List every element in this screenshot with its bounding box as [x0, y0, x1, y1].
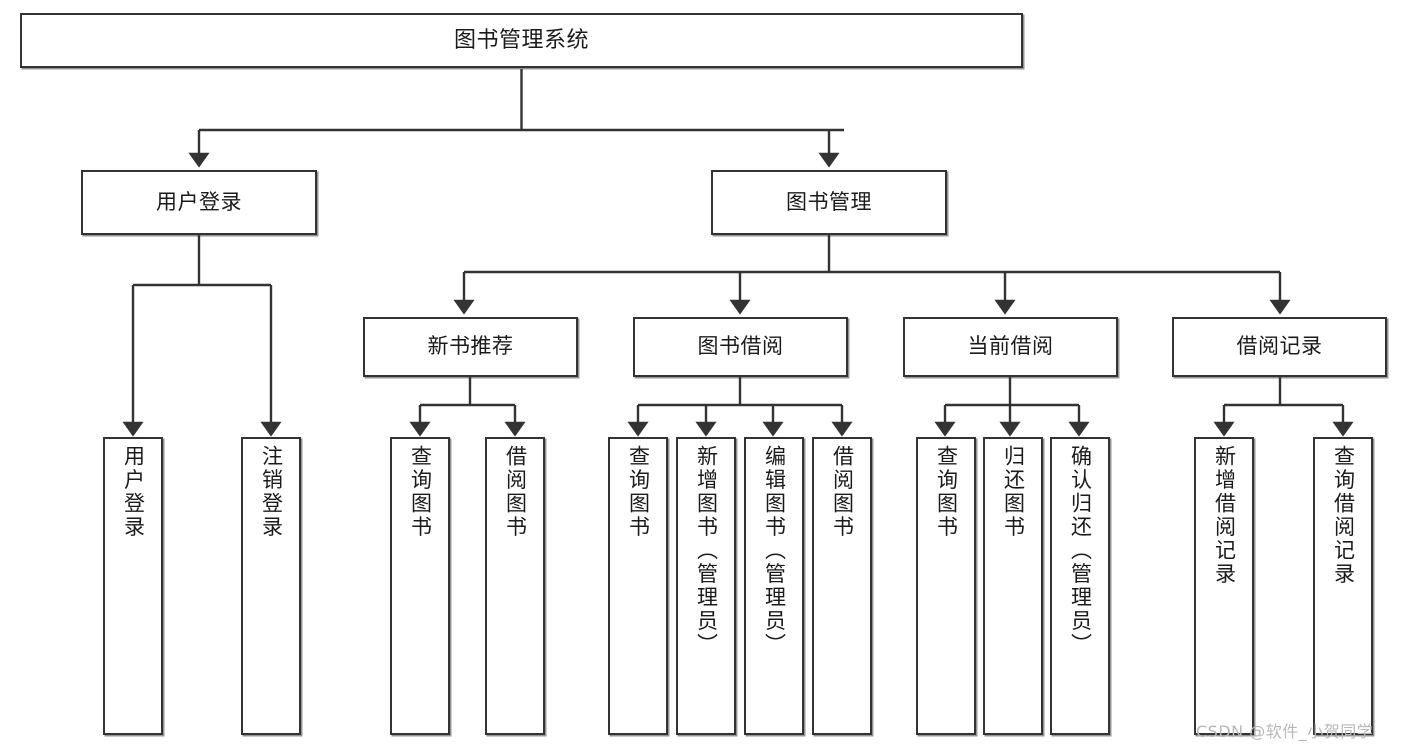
node-leaf-user-login[interactable]: 用户登录	[103, 437, 163, 735]
node-leaf-borrow-book-1[interactable]: 借阅图书	[485, 437, 545, 735]
node-borrow-record-label: 借阅记录	[1236, 334, 1323, 359]
node-leaf-add-record-label: 新增借阅记录	[1212, 445, 1237, 586]
node-book-management-label: 图书管理	[786, 189, 872, 214]
node-leaf-user-logout-label: 注销登录	[259, 445, 284, 539]
node-root-label: 图书管理系统	[453, 27, 589, 53]
node-leaf-query-book-3-label: 查询图书	[934, 445, 959, 539]
node-leaf-borrow-book-2-label: 借阅图书	[830, 445, 855, 539]
node-leaf-query-record-label: 查询借阅记录	[1331, 445, 1356, 586]
node-leaf-query-record[interactable]: 查询借阅记录	[1313, 437, 1373, 735]
node-new-book-recommend-label: 新书推荐	[427, 334, 514, 359]
node-leaf-confirm-return-label: 确认归还（管理员）	[1068, 445, 1093, 657]
node-leaf-query-book-2[interactable]: 查询图书	[608, 437, 668, 735]
node-root[interactable]: 图书管理系统	[20, 13, 1023, 68]
node-borrow-record[interactable]: 借阅记录	[1172, 317, 1387, 377]
node-leaf-edit-book-label: 编辑图书（管理员）	[762, 445, 787, 657]
node-user-login[interactable]: 用户登录	[81, 170, 317, 235]
node-leaf-confirm-return[interactable]: 确认归还（管理员）	[1050, 437, 1110, 735]
node-leaf-query-book-3[interactable]: 查询图书	[916, 437, 976, 735]
node-new-book-recommend[interactable]: 新书推荐	[363, 317, 578, 377]
node-book-borrow[interactable]: 图书借阅	[633, 317, 848, 377]
node-leaf-return-book[interactable]: 归还图书	[983, 437, 1043, 735]
node-current-borrow[interactable]: 当前借阅	[903, 317, 1118, 377]
node-leaf-user-logout[interactable]: 注销登录	[241, 437, 301, 735]
node-leaf-query-book-2-label: 查询图书	[626, 445, 651, 539]
node-leaf-query-book-1[interactable]: 查询图书	[390, 437, 450, 735]
node-leaf-query-book-1-label: 查询图书	[408, 445, 433, 539]
node-leaf-edit-book[interactable]: 编辑图书（管理员）	[744, 437, 804, 735]
node-book-management[interactable]: 图书管理	[711, 170, 947, 235]
node-leaf-add-book-label: 新增图书（管理员）	[694, 445, 719, 657]
node-leaf-add-book[interactable]: 新增图书（管理员）	[676, 437, 736, 735]
node-user-login-label: 用户登录	[156, 189, 242, 214]
node-leaf-add-record[interactable]: 新增借阅记录	[1194, 437, 1254, 735]
node-leaf-borrow-book-2[interactable]: 借阅图书	[812, 437, 872, 735]
csdn-watermark: CSDN @软件_小贺同学	[1196, 722, 1374, 741]
node-book-borrow-label: 图书借阅	[697, 334, 784, 359]
node-leaf-borrow-book-1-label: 借阅图书	[503, 445, 528, 539]
node-current-borrow-label: 当前借阅	[967, 334, 1054, 359]
node-leaf-user-login-label: 用户登录	[121, 445, 146, 539]
node-leaf-return-book-label: 归还图书	[1001, 445, 1026, 539]
